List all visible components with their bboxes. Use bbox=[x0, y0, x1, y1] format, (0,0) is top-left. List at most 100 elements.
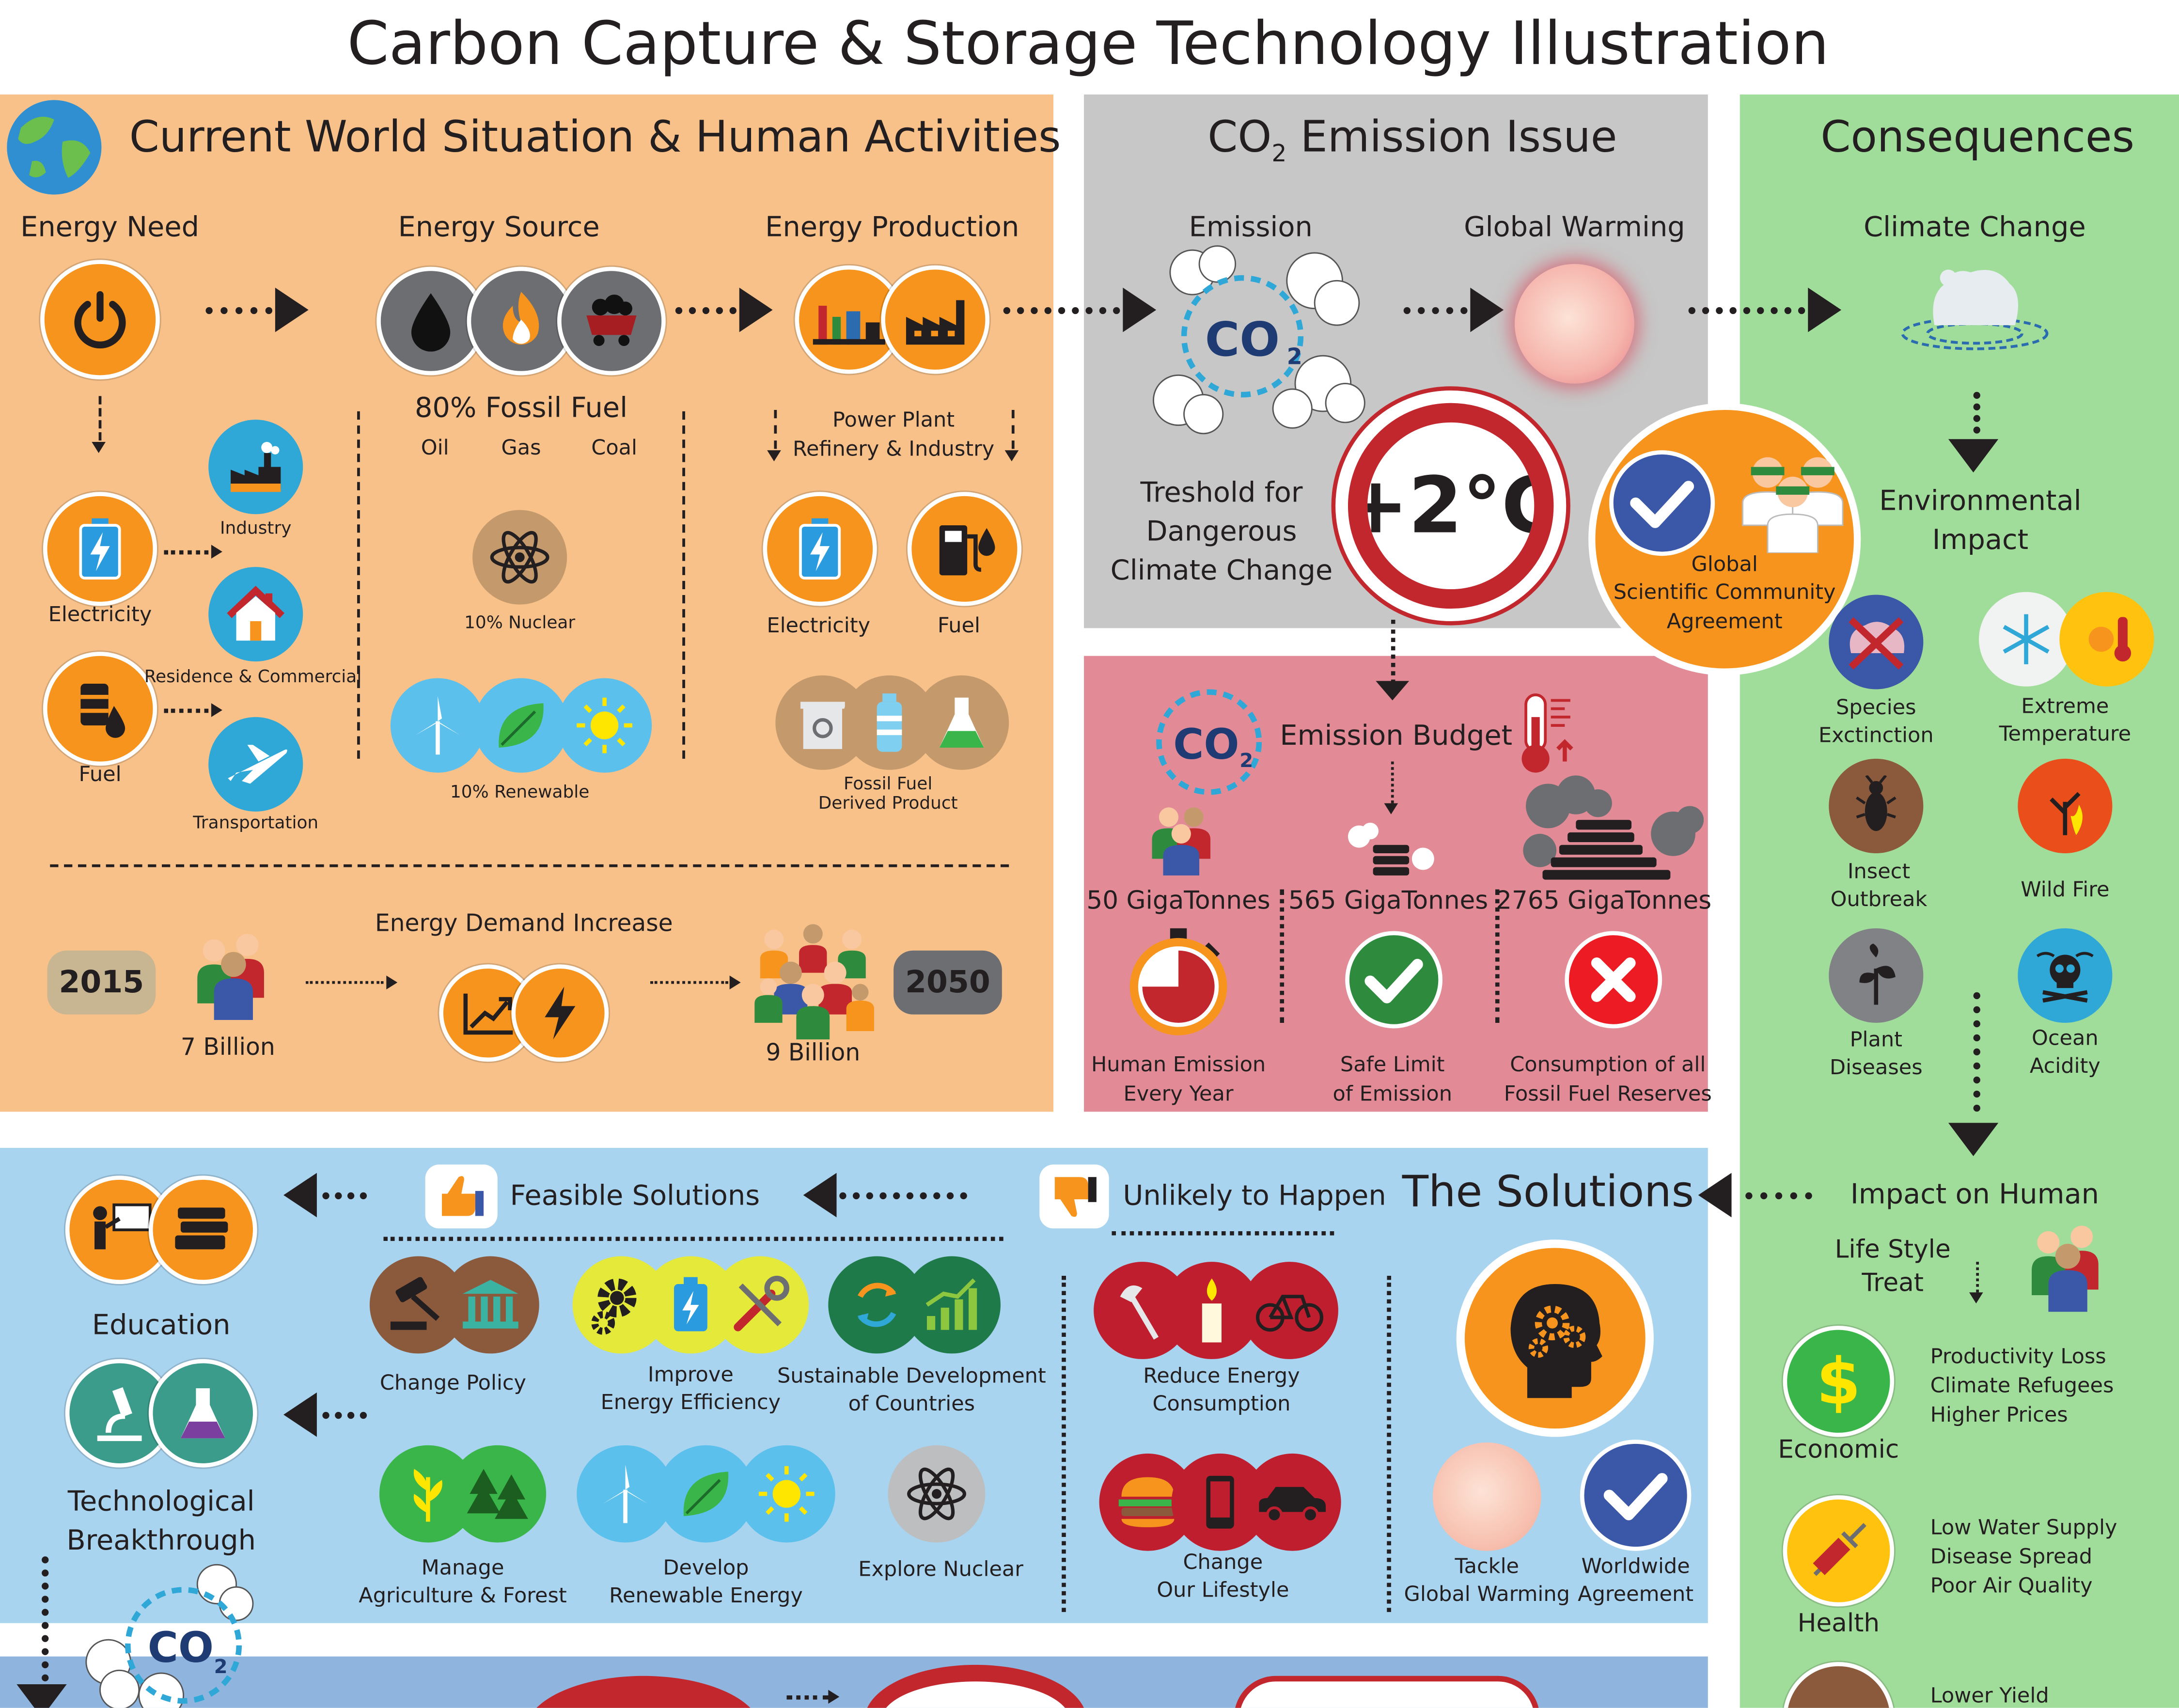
divider bbox=[1112, 1231, 1334, 1236]
solutions-header: The Solutions bbox=[1402, 1167, 1694, 1218]
arrow-dots bbox=[1003, 307, 1120, 314]
arrow-head bbox=[275, 287, 309, 332]
battery-icon bbox=[43, 492, 157, 606]
solutions-panel bbox=[0, 1147, 1708, 1623]
divider bbox=[50, 864, 1009, 867]
species-label: Species Exctinction bbox=[1818, 695, 1934, 748]
arrow-head bbox=[283, 1173, 317, 1218]
bottom-currency-shape bbox=[1234, 1676, 1540, 1708]
arrow-dash bbox=[1011, 410, 1015, 449]
arrow-dots bbox=[1391, 761, 1394, 803]
checkmark-icon bbox=[1580, 1440, 1692, 1551]
plant-label: Plant Diseases bbox=[1829, 1027, 1923, 1081]
arrow-dots bbox=[1745, 1192, 1812, 1200]
industry-icon bbox=[208, 420, 303, 515]
bolt-icon bbox=[511, 964, 609, 1062]
tools-icon bbox=[711, 1256, 809, 1354]
gas-label: Gas bbox=[501, 435, 541, 460]
plus2-sign: +2°C bbox=[1331, 386, 1570, 626]
arrow-head bbox=[1384, 803, 1398, 815]
divider bbox=[1387, 1275, 1391, 1612]
economic-list: Productivity Loss Climate Refugees Highe… bbox=[1930, 1344, 2114, 1427]
arrow-head bbox=[1948, 1123, 1999, 1157]
leaf-icon bbox=[473, 678, 569, 773]
health-label: Health bbox=[1797, 1609, 1880, 1639]
arrow-head bbox=[92, 442, 106, 453]
bug-icon bbox=[1829, 758, 1924, 853]
species-extinction-icon bbox=[1829, 595, 1924, 689]
energy-production-label: Energy Production bbox=[765, 210, 1019, 243]
skull-icon bbox=[2018, 928, 2113, 1023]
arrow-dots bbox=[839, 1192, 968, 1200]
arrow-dots bbox=[322, 1192, 367, 1200]
economic-label: Economic bbox=[1778, 1435, 1899, 1465]
emission-budget-panel bbox=[1084, 656, 1708, 1112]
arrow-head bbox=[1808, 287, 1842, 332]
arrow-head bbox=[1470, 287, 1504, 332]
plus2-value: +2°C bbox=[1348, 460, 1554, 551]
svg-text:CO: CO bbox=[1173, 721, 1239, 769]
globe-icon bbox=[7, 100, 102, 195]
flask-icon bbox=[914, 675, 1009, 770]
lifestyle-label: Life Style Treat bbox=[1834, 1235, 1951, 1299]
thumbs-up-icon[interactable] bbox=[425, 1164, 498, 1229]
heat-icon bbox=[2059, 592, 2154, 687]
budget-col2-label: Safe Limit of Emission bbox=[1332, 1052, 1453, 1106]
fuel-barrel-icon bbox=[43, 652, 157, 766]
cross-icon bbox=[1565, 931, 1662, 1029]
electricity-label: Electricity bbox=[48, 601, 152, 627]
coal-stack-icon bbox=[1342, 817, 1442, 876]
stopwatch-icon bbox=[1123, 925, 1234, 1036]
consequences-panel bbox=[1740, 94, 2179, 1708]
climate-change-label: Climate Change bbox=[1864, 210, 2086, 243]
arrow-dots bbox=[1391, 620, 1395, 684]
ocean-label: Ocean Acidity bbox=[2029, 1025, 2101, 1079]
arrow-dots bbox=[322, 1411, 367, 1419]
prod-fuel-label: Fuel bbox=[937, 612, 980, 638]
airplane-icon bbox=[208, 717, 303, 812]
reduce-energy-label: Reduce Energy Consumption bbox=[1143, 1363, 1300, 1417]
fossil-pct-label: 80% Fossil Fuel bbox=[414, 390, 628, 424]
energy-source-label: Energy Source bbox=[398, 210, 600, 243]
thumbs-down-icon[interactable] bbox=[1039, 1164, 1109, 1229]
arrow-dots bbox=[1688, 307, 1805, 314]
derived-label: Fossil Fuel Derived Product bbox=[818, 772, 958, 814]
arrow-head bbox=[1376, 681, 1410, 701]
courthouse-icon bbox=[442, 1256, 539, 1354]
year-2015-badge: 2015 bbox=[47, 950, 156, 1015]
divider bbox=[1280, 889, 1285, 1023]
arrow-dots bbox=[164, 708, 209, 713]
global-warming-label: Global Warming bbox=[1464, 210, 1685, 243]
arrow-dash bbox=[774, 410, 777, 449]
residence-label: Residence & Commercial bbox=[144, 665, 362, 687]
hot-planet-icon bbox=[1432, 1442, 1541, 1551]
arrow-head bbox=[803, 1173, 837, 1218]
sun-icon bbox=[557, 678, 652, 773]
arrow-head bbox=[828, 1690, 840, 1704]
arrow-dots bbox=[786, 1695, 829, 1700]
arrow-dots bbox=[650, 981, 728, 984]
manage-agri-label: Manage Agriculture & Forest bbox=[359, 1555, 567, 1608]
develop-renew-label: Develop Renewable Energy bbox=[609, 1555, 803, 1608]
leaf-icon bbox=[657, 1445, 755, 1543]
wind-turbine-icon bbox=[390, 678, 485, 773]
wildfire-icon bbox=[2018, 758, 2113, 853]
house-icon bbox=[208, 567, 303, 662]
wildfire-label: Wild Fire bbox=[2021, 877, 2110, 902]
arrow-dots bbox=[205, 307, 273, 314]
arrow-head bbox=[211, 703, 222, 717]
prod-electricity-label: Electricity bbox=[767, 612, 871, 638]
agreement-label: Global Scientific Community Agreement bbox=[1613, 551, 1836, 633]
coal-pile-icon bbox=[1521, 764, 1704, 881]
budget-col3-label: Consumption of all Fossil Fuel Reserves bbox=[1504, 1052, 1712, 1106]
energy-need-label: Energy Need bbox=[20, 210, 200, 243]
battery-icon bbox=[763, 492, 877, 606]
arrow-dots bbox=[1976, 1262, 1979, 1293]
arrow-dots bbox=[164, 550, 209, 555]
industry-label: Industry bbox=[219, 517, 292, 538]
renewable-label: 10% Renewable bbox=[450, 781, 590, 802]
arrow-head bbox=[211, 545, 222, 559]
year-2050-badge: 2050 bbox=[894, 950, 1002, 1015]
